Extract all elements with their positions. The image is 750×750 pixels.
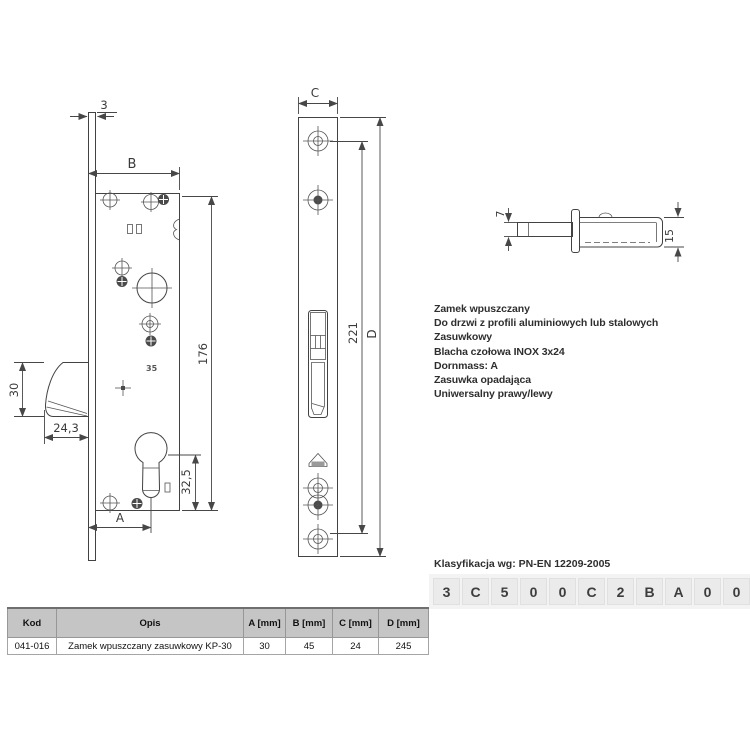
- code-cell: 3: [433, 578, 460, 605]
- dimension-case-height: 15: [663, 202, 684, 262]
- body-stamp: 35: [146, 364, 158, 373]
- screw-head-symbol: [131, 498, 143, 509]
- screw-hole-symbol: [100, 190, 120, 210]
- screw-hole-symbol: [303, 185, 333, 215]
- cell-opis: Zamek wpuszczany zasuwkowy KP-30: [56, 637, 244, 655]
- latch-bolt: [44, 362, 89, 417]
- dim-label-15: 15: [663, 229, 676, 243]
- euro-cylinder-hole: [134, 432, 168, 498]
- lock-body-outline: [95, 193, 180, 511]
- screw-head-symbol: [145, 335, 157, 347]
- drop-bolt-slot: [308, 310, 328, 418]
- dimension-latch-height: 30: [7, 362, 44, 417]
- dim-label-24-3: 24,3: [53, 421, 79, 435]
- code-cell: C: [462, 578, 489, 605]
- brand-logo: [308, 452, 328, 467]
- screw-hole-symbol: [141, 192, 161, 212]
- screw-hole-symbol: [303, 490, 333, 520]
- drawing-faceplate: C: [298, 86, 386, 557]
- dimension-faceplate-height: D: [340, 117, 386, 557]
- dimension-body-width: B: [88, 157, 180, 190]
- classification-code-strip: 3 C 5 0 0 C 2 B A 0 0: [429, 574, 750, 609]
- column-header-kod: Kod: [7, 607, 57, 638]
- faceplate-outline: [298, 117, 338, 557]
- dim-label-B: B: [128, 157, 137, 172]
- table-header-row: Kod Opis A [mm] B [mm] C [mm] D [mm]: [7, 607, 429, 638]
- dim-label-176: 176: [196, 343, 210, 365]
- screw-hole-symbol: [112, 258, 132, 278]
- slot-opening: [164, 482, 171, 493]
- screw-hole-symbol: [100, 493, 120, 513]
- table-row: 041-016 Zamek wpuszczany zasuwkowy KP-30…: [7, 637, 429, 655]
- code-cell: 2: [607, 578, 634, 605]
- dim-label-7: 7: [494, 211, 507, 218]
- edge-notch: [173, 218, 180, 241]
- cell-d: 245: [378, 637, 429, 655]
- description-line: Blacha czołowa INOX 3x24: [434, 345, 565, 358]
- code-cell: A: [665, 578, 692, 605]
- screw-head-symbol: [116, 276, 128, 287]
- drawing-bolt-side: 7 15: [494, 202, 684, 262]
- dimension-backset: A: [88, 497, 152, 533]
- screw-head-symbol: [158, 194, 169, 205]
- dimension-bolt-thickness: 7: [494, 208, 518, 251]
- dim-label-A: A: [116, 511, 125, 525]
- screw-hole-symbol: [303, 126, 333, 156]
- slot-opening: [136, 224, 142, 234]
- description-line: Zamek wpuszczany: [434, 303, 530, 315]
- spec-table: Kod Opis A [mm] B [mm] C [mm] D [mm] 041…: [7, 607, 429, 655]
- description-line: Uniwersalny prawy/lewy: [434, 388, 553, 401]
- column-header-c: C [mm]: [332, 607, 379, 638]
- column-header-a: A [mm]: [243, 607, 286, 638]
- description-line: Zasuwkowy: [434, 331, 493, 344]
- dimension-hole-span: 221: [330, 141, 368, 534]
- handle-follower-hole: [132, 268, 172, 308]
- code-cell: 0: [723, 578, 750, 605]
- dimension-faceplate-thickness: 3: [70, 98, 117, 120]
- drawing-lock-body: 3 B 176: [7, 98, 218, 561]
- dim-label-32-5: 32,5: [179, 469, 193, 495]
- dimension-faceplate-width: C: [298, 86, 338, 114]
- bolt-case: [579, 212, 663, 248]
- description-line: Dornmass: A: [434, 359, 498, 372]
- slot-opening: [127, 224, 133, 234]
- dimension-cylinder-to-bottom: 32,5: [168, 454, 201, 511]
- dim-label-30: 30: [7, 383, 21, 398]
- code-cell: 0: [520, 578, 547, 605]
- screw-hole-symbol: [303, 524, 333, 554]
- classification-label: Klasyfikacja wg: PN-EN 12209-2005: [434, 558, 611, 570]
- dim-label-C: C: [311, 86, 319, 100]
- code-cell: 0: [694, 578, 721, 605]
- description-line: Zasuwka opadająca: [434, 374, 531, 387]
- code-cell: C: [578, 578, 605, 605]
- dimension-latch-depth: 24,3: [44, 410, 89, 444]
- dim-label-3: 3: [100, 98, 107, 112]
- cell-b: 45: [285, 637, 333, 655]
- product-description: Zamek wpuszczany Do drzwi z profili alum…: [434, 302, 664, 401]
- dim-label-D: D: [365, 329, 379, 338]
- code-cell: B: [636, 578, 663, 605]
- column-header-d: D [mm]: [378, 607, 429, 638]
- bolt-bar: [517, 222, 573, 237]
- dim-label-221: 221: [346, 322, 360, 344]
- column-header-b: B [mm]: [285, 607, 333, 638]
- center-cross-mark: [115, 380, 131, 396]
- cell-c: 24: [332, 637, 379, 655]
- cell-a: 30: [243, 637, 286, 655]
- column-header-opis: Opis: [56, 607, 244, 638]
- screw-hole-symbol: [139, 313, 161, 335]
- code-cell: 5: [491, 578, 518, 605]
- cell-kod: 041-016: [7, 637, 57, 655]
- dimension-body-height: 176: [182, 196, 218, 511]
- code-cell: 0: [549, 578, 576, 605]
- description-line: Do drzwi z profili aluminiowych lub stal…: [434, 317, 659, 330]
